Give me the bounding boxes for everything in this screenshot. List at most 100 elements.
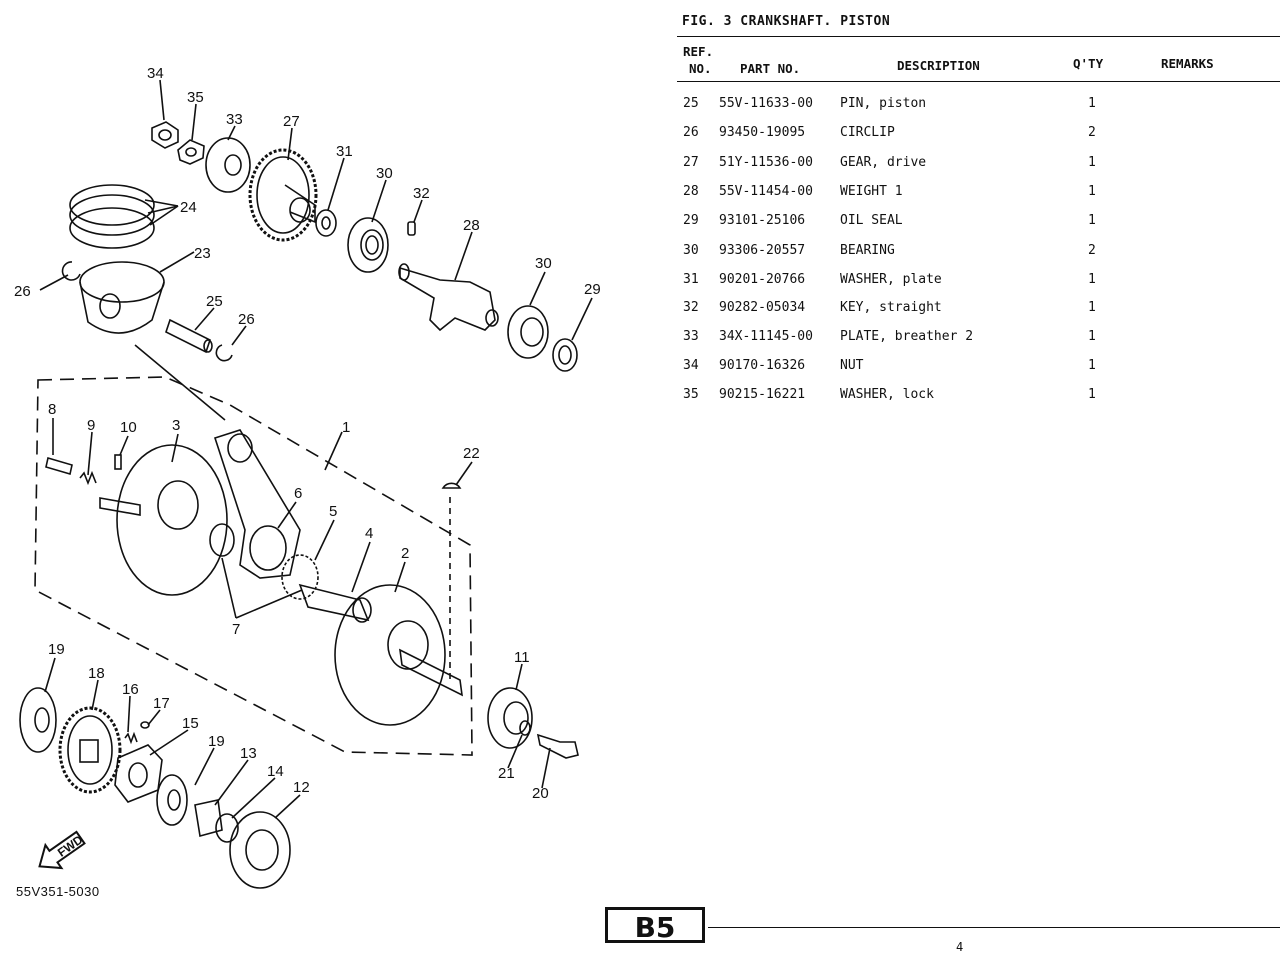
table-row: 26 93450-19095 CIRCLIP 2	[0, 125, 1280, 145]
callout: 26	[14, 283, 31, 300]
breather-plate-part	[205, 137, 251, 193]
description-cell: GEAR, drive	[840, 155, 927, 170]
piston-pin-part	[165, 318, 213, 354]
callout: 5	[329, 503, 337, 520]
callout: 14	[267, 763, 284, 780]
description-cell: WASHER, lock	[840, 387, 934, 402]
ref-cell: 35	[683, 387, 699, 402]
header-part-no: PART NO.	[740, 61, 801, 76]
ref-cell: 25	[683, 96, 699, 111]
weight-part	[398, 263, 499, 332]
woodruff-key-part	[441, 482, 462, 489]
table-row: 30 93306-20557 BEARING 2	[0, 243, 1280, 263]
table-row: 29 93101-25106 OIL SEAL 1	[0, 213, 1280, 233]
plate-right-part	[156, 774, 188, 826]
ref-cell: 31	[683, 272, 699, 287]
callout: 13	[240, 745, 257, 762]
part-no-cell: 93450-19095	[719, 125, 806, 140]
part-no-cell: 93306-20557	[719, 243, 806, 258]
drive-gear-part	[248, 148, 318, 242]
callout: 8	[48, 401, 56, 418]
part-no-cell: 34X-11145-00	[719, 329, 813, 344]
callout-labels: 34 35 33 27 31 30 32 28 24 23 26 25 26 3…	[14, 65, 601, 802]
table-row: 25 55V-11633-00 PIN, piston 1	[0, 96, 1280, 116]
part-no-cell: 90215-16221	[719, 387, 806, 402]
callout: 24	[180, 199, 197, 216]
bearing-top-part	[347, 217, 389, 273]
part-no-cell: 93101-25106	[719, 213, 806, 228]
washer-plate-part	[315, 209, 337, 237]
part-no-cell: 51Y-11536-00	[719, 155, 813, 170]
callout: 9	[87, 417, 95, 434]
callout: 28	[463, 217, 480, 234]
qty-cell: 1	[1088, 300, 1096, 315]
callout: 30	[376, 165, 393, 182]
collar-part	[194, 799, 223, 838]
bolt-right-part	[536, 733, 579, 759]
ref-cell: 28	[683, 184, 699, 199]
assembly-boundary	[34, 376, 473, 756]
callout: 27	[283, 113, 300, 130]
header-top-rule	[677, 36, 1280, 37]
callout: 20	[532, 785, 549, 802]
callout: 15	[182, 715, 199, 732]
header-ref-line1: REF.	[683, 44, 714, 59]
callout: 7	[232, 621, 240, 638]
crank-pin-part	[298, 583, 370, 622]
callout: 6	[294, 485, 302, 502]
bearing-bottom-part	[507, 305, 549, 359]
callout: 3	[172, 417, 180, 434]
circlip-right-part	[215, 344, 233, 362]
part-no-cell: 90282-05034	[719, 300, 806, 315]
callout: 11	[514, 649, 530, 666]
exploded-diagram: FWD 34 35 33 27 31 30 32 28 24 23 26 25 …	[14, 65, 601, 889]
callout: 18	[88, 665, 105, 682]
description-cell: NUT	[840, 358, 864, 373]
callout: 2	[401, 545, 409, 562]
qty-cell: 1	[1088, 387, 1096, 402]
ref-cell: 26	[683, 125, 699, 140]
ref-cell: 29	[683, 213, 699, 228]
bolt-part	[45, 456, 73, 476]
callout: 4	[365, 525, 373, 542]
crank-right-part	[334, 584, 463, 726]
ref-cell: 30	[683, 243, 699, 258]
washer-small-part	[215, 813, 239, 843]
diagram-code: 55V351-5030	[16, 884, 100, 899]
callout: 26	[238, 311, 255, 328]
header-bottom-rule	[677, 81, 1280, 82]
ref-cell: 33	[683, 329, 699, 344]
callout: 19	[48, 641, 65, 658]
callout: 31	[336, 143, 353, 160]
description-cell: CIRCLIP	[840, 125, 895, 140]
table-row: 35 90215-16221 WASHER, lock 1	[0, 387, 1280, 407]
description-cell: OIL SEAL	[840, 213, 903, 228]
part-no-cell: 90170-16326	[719, 358, 806, 373]
footer-rule	[708, 927, 1280, 928]
qty-cell: 1	[1088, 329, 1096, 344]
qty-cell: 1	[1088, 184, 1096, 199]
page-number: 4	[956, 940, 964, 954]
primary-gear-part	[58, 706, 122, 794]
figure-title: FIG. 3 CRANKSHAFT. PISTON	[682, 14, 891, 29]
qty-cell: 1	[1088, 272, 1096, 287]
callout: 32	[413, 185, 430, 202]
table-row: 32 90282-05034 KEY, straight 1	[0, 300, 1280, 320]
spring-part	[79, 470, 97, 486]
oil-seal-part	[552, 338, 578, 372]
bearing-right-part	[487, 687, 533, 749]
callout: 12	[293, 779, 310, 796]
ref-cell: 27	[683, 155, 699, 170]
callout: 30	[535, 255, 552, 272]
callout: 34	[147, 65, 164, 82]
table-row: 31 90201-20766 WASHER, plate 1	[0, 272, 1280, 292]
part-no-cell: 55V-11633-00	[719, 96, 813, 111]
table-row: 28 55V-11454-00 WEIGHT 1 1	[0, 184, 1280, 204]
crank-left-part	[99, 444, 228, 596]
lock-washer-part	[177, 139, 205, 165]
fwd-arrow-icon: FWD	[38, 830, 86, 870]
piston-part	[79, 261, 165, 334]
description-cell: WASHER, plate	[840, 272, 942, 287]
callout: 19	[208, 733, 225, 750]
circlip-left-part	[61, 261, 81, 281]
